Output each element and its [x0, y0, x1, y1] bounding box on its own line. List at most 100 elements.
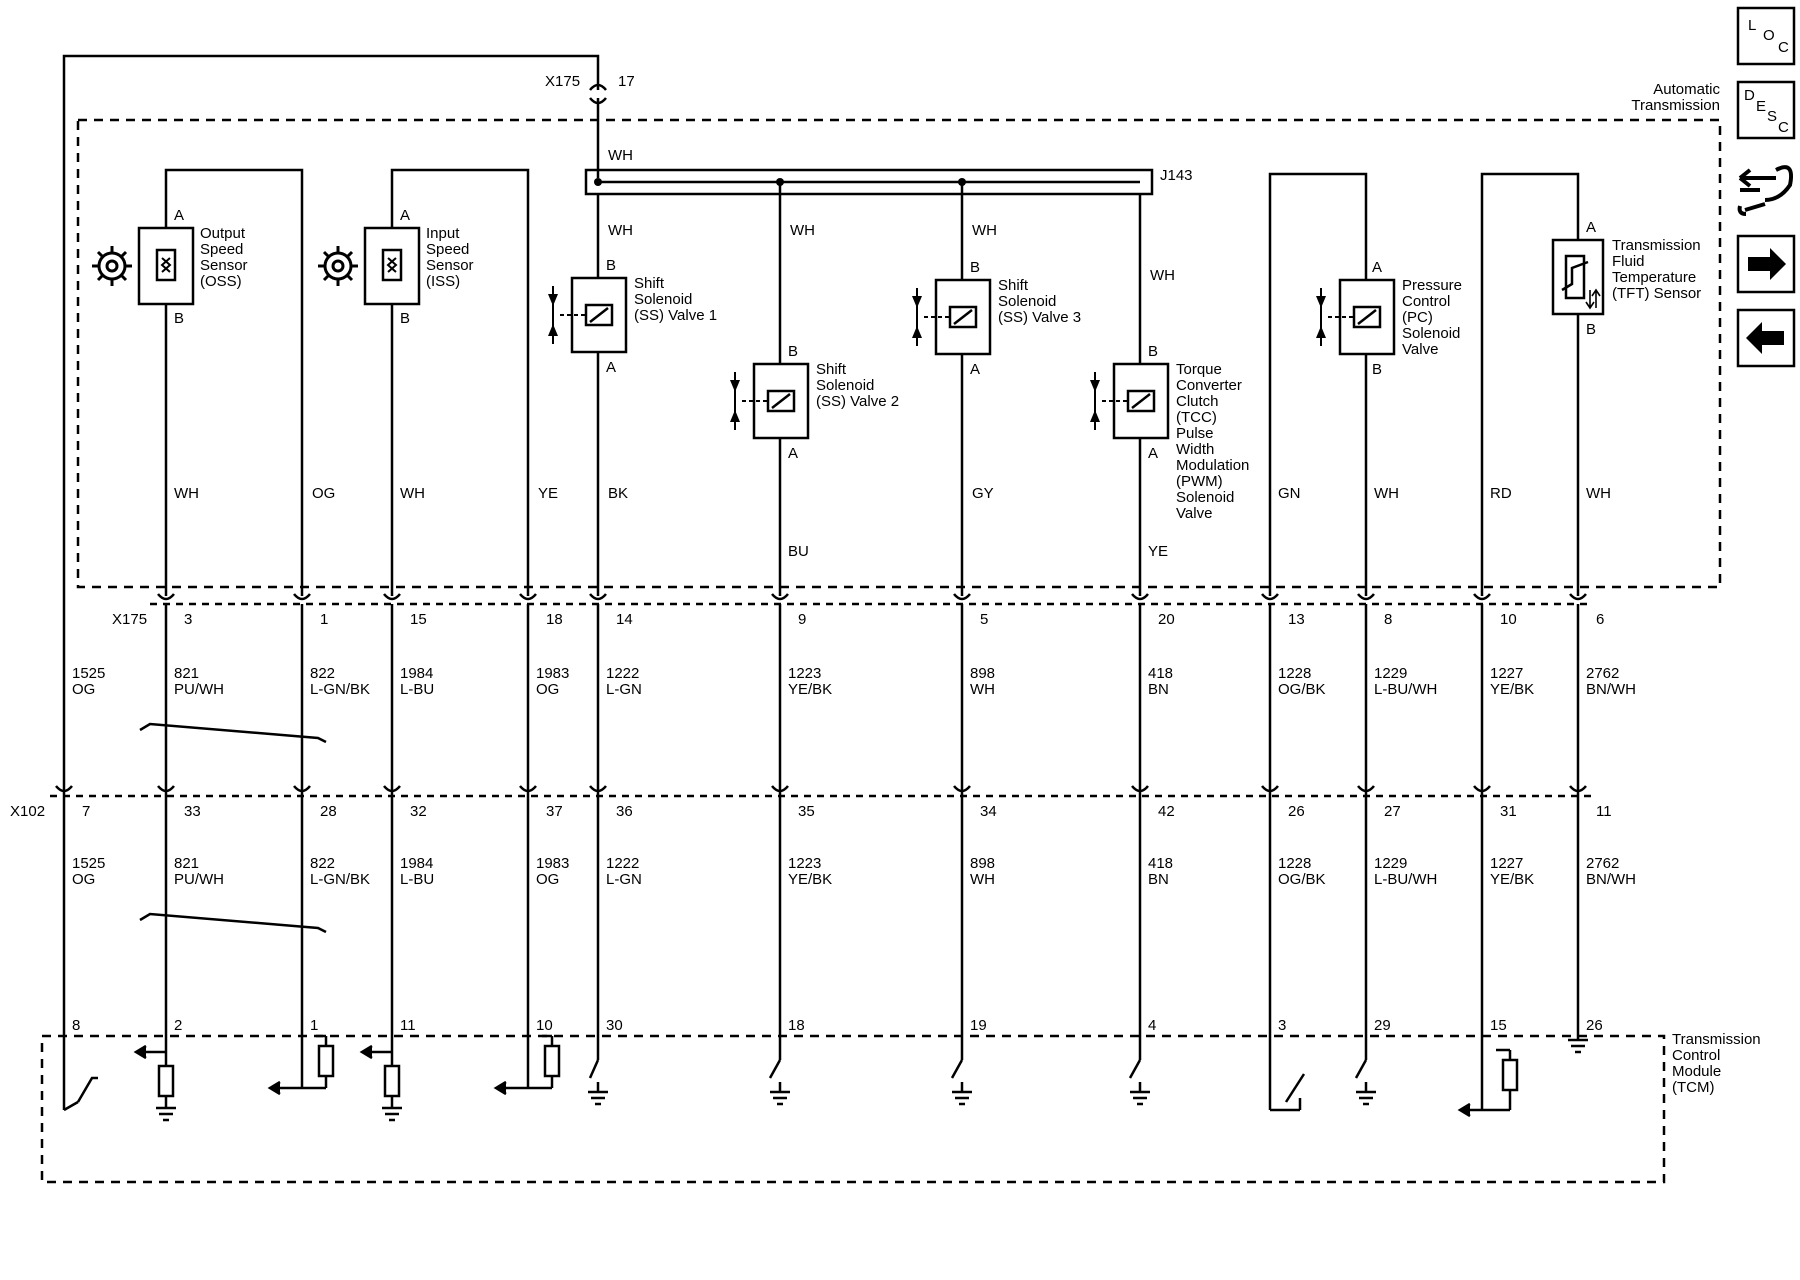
connector-cavity: [293, 593, 311, 601]
ss3-top-wire-color: WH: [972, 222, 997, 239]
tcm-pin-number: 3: [1278, 1017, 1286, 1034]
connector-cavity: [1569, 785, 1587, 793]
circuit-number: 1983: [536, 665, 569, 682]
circuit-number: 1229: [1374, 855, 1407, 872]
tcm-pin-number: 29: [1374, 1017, 1391, 1034]
x175-pin-number: 1: [320, 611, 328, 628]
tft-sensor: A B Transmission Fluid Temperature (TFT)…: [1551, 219, 1701, 338]
tcc-label-9: Solenoid: [1176, 489, 1234, 506]
ss3-pin-b: B: [970, 259, 980, 276]
wire-color-c12: WH: [1586, 485, 1611, 502]
output-speed-sensor: A B Output Speed Sensor (OSS): [92, 207, 248, 327]
splice-j143-label: J143: [1160, 167, 1193, 184]
oss-label-3: Sensor: [200, 257, 248, 274]
x102-pin-number: 32: [410, 803, 427, 820]
circuit-number: 1223: [788, 855, 821, 872]
circuit-number: 898: [970, 665, 995, 682]
x102-pin-number: 42: [1158, 803, 1175, 820]
connector-cavity: [1357, 785, 1375, 793]
wire-color-c11: RD: [1490, 485, 1512, 502]
connector-cavity: [953, 593, 971, 601]
next-page-button[interactable]: [1736, 234, 1796, 294]
x102-pin-number: 35: [798, 803, 815, 820]
tft-pin-a: A: [1586, 219, 1596, 236]
x175-connector-label: X175: [112, 611, 147, 628]
circuit-number: 898: [970, 855, 995, 872]
oss-label-1: Output: [200, 225, 246, 242]
shift-solenoid-valve-1: WH B A Shift Solenoid (SS) Valve 1: [548, 222, 717, 376]
iss-pin-b: B: [400, 310, 410, 327]
connector-cavity: [1357, 593, 1375, 601]
circuit-color: YE/BK: [788, 871, 832, 888]
oss-pin-b: B: [174, 310, 184, 327]
connector-cavity: [157, 785, 175, 793]
tcc-pin-b: B: [1148, 343, 1158, 360]
x102-pin-number: 33: [184, 803, 201, 820]
circuit-number: 2762: [1586, 855, 1619, 872]
x175-pin-number: 20: [1158, 611, 1175, 628]
twisted-pair-marks: [139, 722, 327, 934]
tcm-pin-number: 19: [970, 1017, 987, 1034]
connector-cavity: [383, 785, 401, 793]
iss-label-3: Sensor: [426, 257, 474, 274]
ss2-label-1: Shift: [816, 361, 847, 378]
connector-cavity: [383, 593, 401, 601]
loc-button[interactable]: L O C: [1736, 6, 1796, 66]
tft-pin-b: B: [1586, 321, 1596, 338]
x102-pin-number: 28: [320, 803, 337, 820]
pc-label-2: Control: [1402, 293, 1450, 310]
x175-pin-number: 3: [184, 611, 192, 628]
circuit-color: OG: [536, 871, 559, 888]
connector-cavity: [1569, 593, 1587, 601]
circuit-color: WH: [970, 681, 995, 698]
circuit-color: L-GN: [606, 871, 642, 888]
circuit-color: L-GN/BK: [310, 871, 370, 888]
circuit-number: 1983: [536, 855, 569, 872]
desc-button[interactable]: D E S C: [1736, 80, 1796, 140]
valve-icon: [730, 372, 740, 430]
circuit-color: L-GN: [606, 681, 642, 698]
x102-pin-number: 7: [82, 803, 90, 820]
x102-pin-number: 31: [1500, 803, 1517, 820]
shift-solenoid-valve-2: WH B A Shift Solenoid (SS) Valve 2: [730, 222, 899, 462]
circuit-number: 822: [310, 665, 335, 682]
tcc-label-1: Torque: [1176, 361, 1222, 378]
prev-page-button[interactable]: [1736, 308, 1796, 368]
circuit-number: 1222: [606, 665, 639, 682]
wire-color-c9: GN: [1278, 485, 1301, 502]
circuit-color: L-GN/BK: [310, 681, 370, 698]
valve-icon: [1090, 372, 1100, 430]
circuit-labels-lower: 1525OG821PU/WH822L-GN/BK1984L-BU1983OG12…: [72, 855, 1636, 888]
input-speed-sensor: A B Input Speed Sensor (ISS): [318, 207, 474, 327]
tcm-pin-number: 4: [1148, 1017, 1156, 1034]
connector-tool-button[interactable]: [1737, 165, 1793, 216]
wh-loop-wire: [62, 54, 607, 796]
tcc-label-5: Pulse: [1176, 425, 1214, 442]
ss1-top-wire-color: WH: [608, 222, 633, 239]
circuit-color: PU/WH: [174, 871, 224, 888]
connector-cavity: [1261, 785, 1279, 793]
tcm-label-3: Module: [1672, 1063, 1721, 1080]
wire-color-c1: WH: [174, 485, 199, 502]
iss-label-4: (ISS): [426, 273, 460, 290]
valve-icon: [548, 286, 558, 344]
circuit-number: 1227: [1490, 665, 1523, 682]
wire-color-c7: GY: [972, 485, 994, 502]
automatic-transmission-label-2: Transmission: [1631, 97, 1720, 114]
connector-tool-icon: [1737, 165, 1793, 216]
valve-icon: [1316, 288, 1326, 346]
tcc-pin-a: A: [1148, 445, 1158, 462]
pc-pin-a: A: [1372, 259, 1382, 276]
x102-pin-number: 26: [1288, 803, 1305, 820]
ss2-label-2: Solenoid: [816, 377, 874, 394]
loc-letter-2: O: [1763, 27, 1775, 44]
circuit-labels-upper: 1525OG821PU/WH822L-GN/BK1984L-BU1983OG12…: [72, 665, 1636, 698]
tcc-label-3: Clutch: [1176, 393, 1219, 410]
wire-color-c10: WH: [1374, 485, 1399, 502]
arrow-right-icon: [1748, 248, 1786, 280]
circuit-color: BN: [1148, 681, 1169, 698]
wire-color-c6: BU: [788, 543, 809, 560]
ss2-label-3: (SS) Valve 2: [816, 393, 899, 410]
wire-color-c2: OG: [312, 485, 335, 502]
